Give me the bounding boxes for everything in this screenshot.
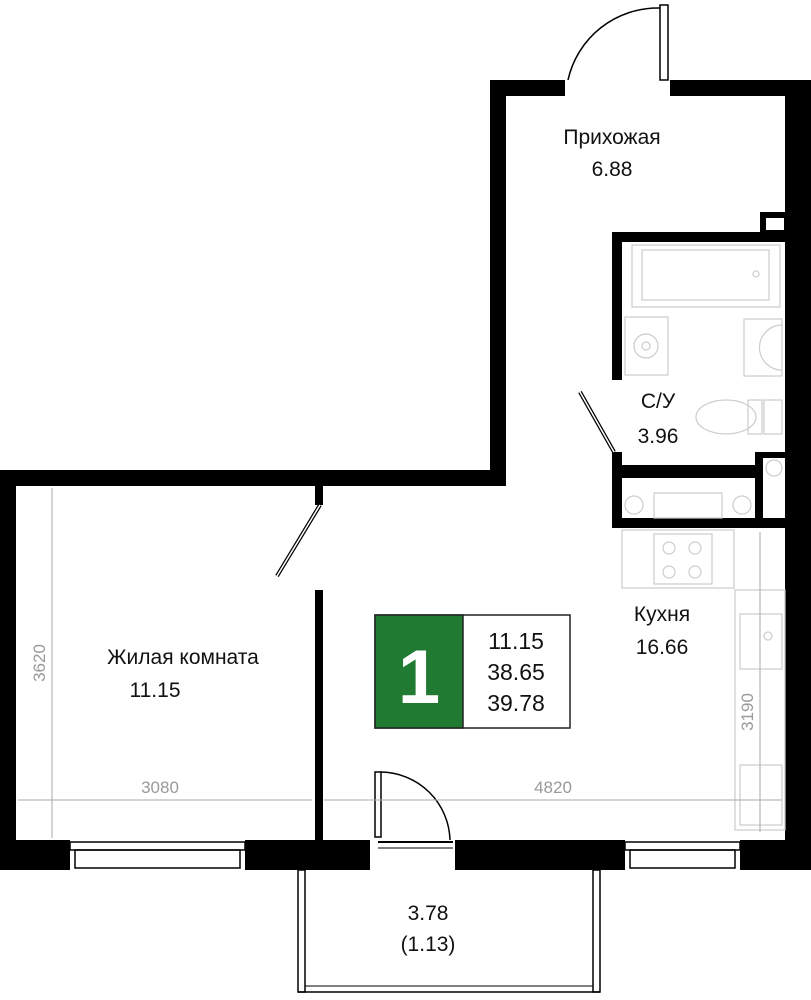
balcony-area-reduced: (1.13): [401, 933, 456, 956]
badge-green-block: [374, 614, 464, 729]
dim-living-width: 3080: [141, 778, 179, 797]
fixtures: [621, 244, 786, 831]
badge-rooms-count: 1: [398, 635, 440, 720]
dim-kitchen-width: 4820: [534, 778, 572, 797]
windows: [69, 841, 741, 869]
badge-total-with-balcony: 39.78: [487, 690, 545, 716]
balcony-area: 3.78: [408, 902, 449, 925]
room-kitchen-name: Кухня: [634, 603, 690, 626]
room-bathroom-area: 3.96: [638, 425, 679, 448]
walls: [0, 80, 811, 870]
balcony: [297, 869, 601, 993]
room-hall-name: Прихожая: [563, 126, 660, 149]
dimension-lines: [18, 488, 782, 838]
room-bathroom-name: С/У: [641, 390, 676, 413]
doors: [275, 4, 669, 841]
room-hall-area: 6.88: [592, 158, 633, 181]
badge-living-area: 11.15: [488, 628, 544, 654]
room-kitchen-area: 16.66: [636, 636, 689, 659]
room-living-name: Жилая комната: [107, 646, 259, 669]
apartment-badge: 1 11.15 38.65 39.78: [374, 614, 571, 729]
dim-living-height: 3620: [30, 644, 49, 682]
badge-total-area: 38.65: [487, 659, 545, 685]
room-living-area: 11.15: [130, 679, 181, 702]
dim-kitchen-height: 3190: [738, 693, 757, 731]
